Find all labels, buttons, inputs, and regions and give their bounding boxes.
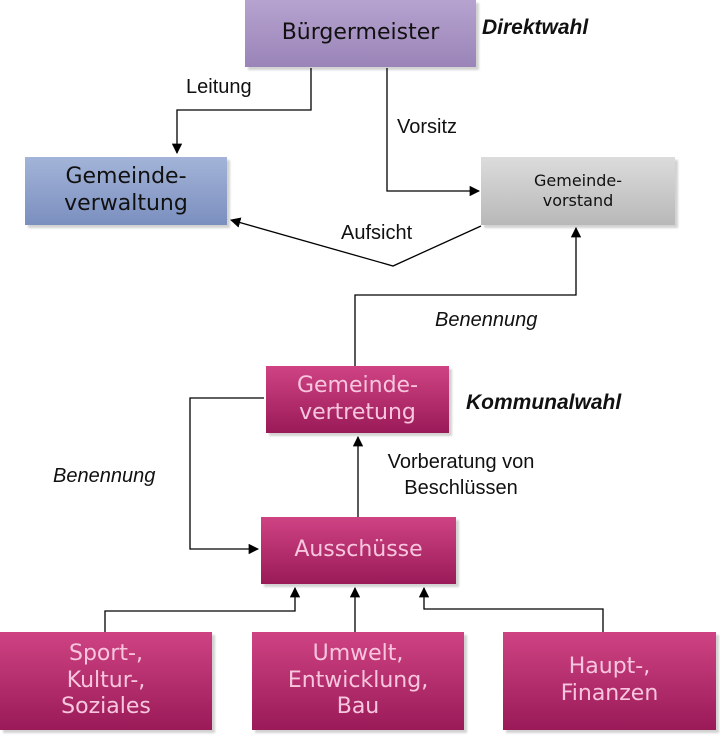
node-gemeindevertretung-label: Gemeinde- vertretung [296,372,419,425]
node-ausschuss-umwelt: Umwelt, Entwicklung, Bau [252,632,464,730]
node-ausschuss-sport-label: Sport-, Kultur-, Soziales [61,640,151,720]
annotation-direktwahl: Direktwahl [482,16,589,39]
edge-aufsicht [229,217,482,267]
node-gemeindeverwaltung: Gemeinde- verwaltung [25,157,227,225]
node-buergermeister-label: Bürgermeister [281,20,440,46]
node-gemeindevorstand-label: Gemeinde- vorstand [533,171,623,210]
node-ausschuss-haupt: Haupt-, Finanzen [503,632,716,730]
node-ausschuss-umwelt-label: Umwelt, Entwicklung, Bau [287,640,429,720]
edge-sport-to-ausschuesse [104,586,301,632]
node-ausschuss-haupt-label: Haupt-, Finanzen [560,654,659,706]
edge-vorsitz [386,68,481,197]
node-ausschuesse: Ausschüsse [261,517,456,584]
edge-benennung-ausschuesse [189,397,264,555]
node-buergermeister: Bürgermeister [245,0,476,67]
edge-label-benennung-ausschuesse: Benennung [53,465,156,487]
node-ausschuss-sport: Sport-, Kultur-, Soziales [0,632,212,730]
edge-label-aufsicht: Aufsicht [341,222,413,244]
edge-label-leitung: Leitung [186,76,252,98]
node-gemeindevertretung: Gemeinde- vertretung [266,366,449,433]
annotation-kommunalwahl: Kommunalwahl [466,391,622,414]
edge-haupt-to-ausschuesse [418,586,604,632]
edge-label-benennung-vorstand: Benennung [435,309,538,331]
edge-label-vorsitz: Vorsitz [397,116,458,138]
node-gemeindeverwaltung-label: Gemeinde- verwaltung [64,164,188,216]
node-ausschuesse-label: Ausschüsse [294,537,423,563]
edge-benennung-vorstand [354,226,582,366]
node-gemeindevorstand: Gemeinde- vorstand [481,157,675,225]
edge-label-vorberatung: Vorberatung von Beschlüssen [387,451,535,499]
edge-leitung [171,68,312,155]
